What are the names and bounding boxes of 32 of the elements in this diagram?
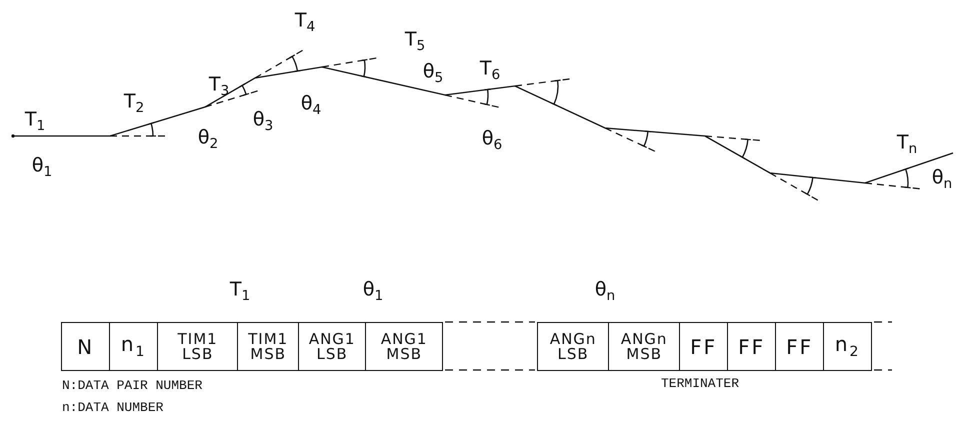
symbol-label: T$_{n}$ <box>896 133 918 157</box>
legend-note: n:DATA NUMBER <box>62 401 164 414</box>
byte-field: ANGn LSB <box>537 322 610 371</box>
terminator-field: FF <box>775 322 824 371</box>
legend-note: N:DATA PAIR NUMBER <box>62 379 202 392</box>
byte-field: ANG1 MSB <box>365 322 444 371</box>
terminator-label: TERMINATER <box>661 377 740 390</box>
symbol-label: θ$_{n}$ <box>932 168 952 192</box>
symbol-label: θ$_{2}$ <box>198 128 218 152</box>
symbol-label: θ$_{1}$ <box>32 156 52 180</box>
byte-field: ANGn MSB <box>608 322 680 371</box>
byte-field: TIM1 LSB <box>157 322 238 371</box>
symbol-label: T$_{2}$ <box>124 92 144 116</box>
byte-field: TIM1 MSB <box>237 322 300 371</box>
terminator-field: FF <box>727 322 776 371</box>
symbol-label: θ$_{3}$ <box>252 110 274 134</box>
field-group-label: θ$_{1}$ <box>362 280 384 304</box>
count-field: N <box>61 322 110 371</box>
symbol-label: θ$_{4}$ <box>300 94 322 118</box>
byte-field: ANG1 LSB <box>298 322 366 371</box>
field-group-label: T$_{1}$ <box>230 280 250 304</box>
symbol-label: T$_{6}$ <box>480 59 500 83</box>
symbol-label: T$_{3}$ <box>208 75 230 99</box>
symbol-label: θ$_{6}$ <box>482 129 502 153</box>
data-field: n$_{2}$ <box>823 322 872 371</box>
symbol-label: T$_{4}$ <box>294 11 316 35</box>
symbol-label: T$_{1}$ <box>24 110 46 134</box>
terminator-field: FF <box>679 322 728 371</box>
symbol-label: T$_{5}$ <box>404 30 426 54</box>
field-group-label: θ$_{n}$ <box>594 280 616 304</box>
symbol-label: θ$_{5}$ <box>422 62 444 86</box>
data-field: n$_{1}$ <box>109 322 158 371</box>
